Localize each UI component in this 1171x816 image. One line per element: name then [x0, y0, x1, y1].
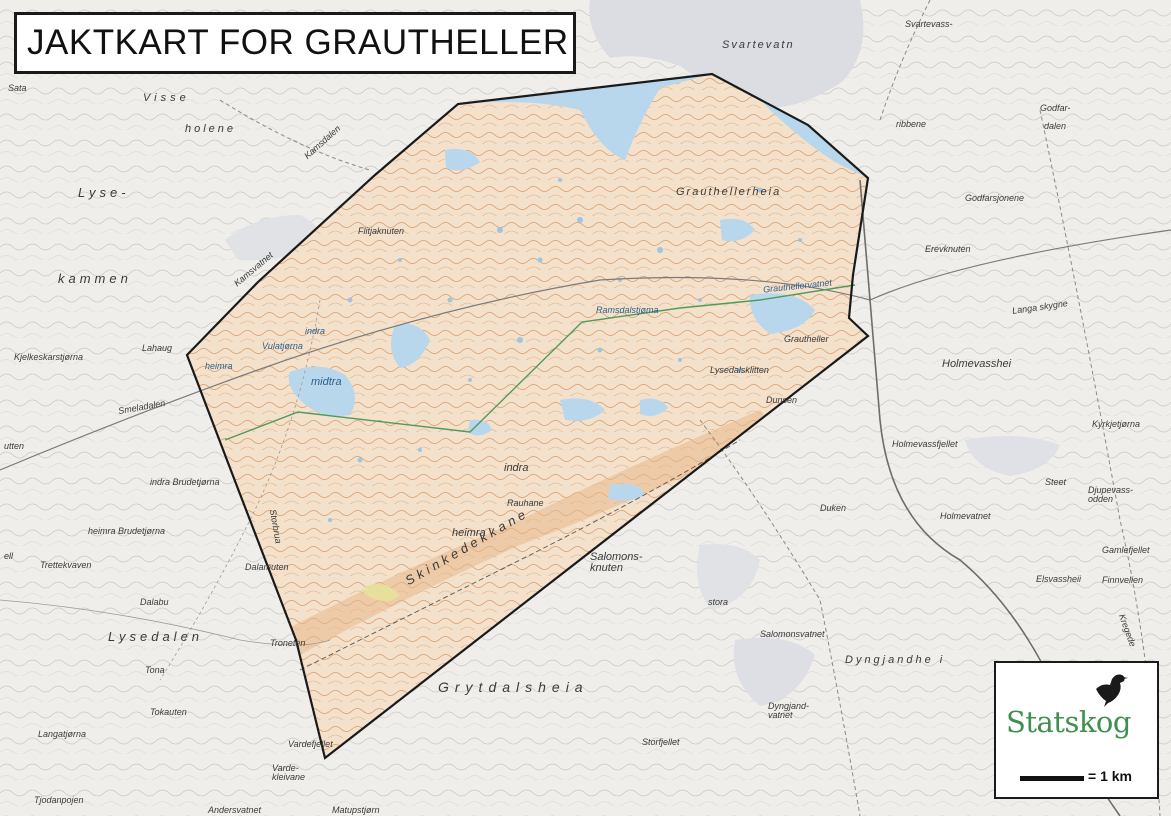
label-visse: Visse: [143, 92, 190, 104]
label-holmevassfjellet: Holmevassfjellet: [892, 439, 958, 449]
label-stora: stora: [708, 597, 729, 607]
scale-label: = 1 km: [1088, 768, 1132, 784]
label-tona: Tona: [145, 665, 165, 675]
statskog-logo-box: Statskog = 1 km: [994, 661, 1159, 799]
label-matupstjorn: Matupstjørn: [332, 805, 380, 815]
label-steet: Steet: [1045, 477, 1067, 487]
label-rauhane: Rauhane: [507, 498, 544, 508]
label-dalen: dalen: [1044, 121, 1067, 131]
label-salomonsknuten: Salomons-knuten: [590, 551, 643, 574]
label-utvefjell: ell: [4, 551, 14, 561]
map-title-box: JAKTKART FOR GRAUTHELLER: [14, 12, 576, 74]
label-gamlefjellet: Gamlefjellet: [1102, 545, 1150, 555]
label-indra-brudetjorna: indra Brudetjørna: [150, 477, 220, 487]
label-troneten: Troneten: [270, 638, 306, 648]
label-dalabu: Dalabu: [140, 597, 169, 607]
label-flitjaknuten: Flitjaknuten: [358, 226, 405, 236]
label-dyngjandhei: Dyngjandhe i: [845, 654, 946, 666]
label-djupevassodden: Djupevass-odden: [1088, 485, 1134, 504]
label-trettekvaven: Trettekvaven: [40, 560, 92, 570]
label-svartevass: Svartevass-: [905, 19, 953, 29]
label-indra-2: indra: [504, 462, 529, 474]
label-holene: holene: [185, 123, 237, 135]
label-lyse: Lyse-: [78, 185, 130, 200]
label-utten: utten: [4, 441, 25, 451]
label-dalamuten: Dalamuten: [245, 562, 289, 572]
label-lysedalsklitten: Lysedalsklitten: [710, 365, 769, 375]
label-holmevatnet: Holmevatnet: [940, 511, 991, 521]
label-kammen: kammen: [58, 271, 132, 286]
label-vardefjellet: Vardefjellet: [288, 739, 333, 749]
label-ribbene: ribbene: [896, 119, 927, 129]
label-storfjellet: Storfjellet: [642, 737, 680, 747]
label-lysedalen: Lysedalen: [108, 629, 204, 644]
label-vulatjorna: Vulatjørna: [262, 341, 303, 351]
label-salomonsvatnet: Salomonsvatnet: [760, 629, 825, 639]
label-kyrkjetjorna: Kyrkjetjørna: [1092, 419, 1141, 429]
label-grytdalsheia: Grytdalsheia: [438, 679, 589, 695]
label-finnvelien: Finnvelien: [1102, 575, 1144, 585]
label-duken: Duken: [820, 503, 847, 513]
label-tokauten: Tokauten: [150, 707, 187, 717]
label-vardekleivane: Varde-kleivane: [272, 763, 306, 782]
label-heimra-2: heimra: [452, 527, 486, 539]
statskog-logo-text: Statskog: [1006, 705, 1131, 739]
label-langatjorna: Langatjørna: [38, 729, 87, 739]
label-dunsen: Dunsen: [766, 395, 798, 405]
label-tjodanpojen: Tjodanpojen: [34, 795, 84, 805]
label-sata: Sata: [8, 83, 27, 93]
label-andersvatnet: Andersvatnet: [208, 805, 262, 815]
label-elsvassheii: Elsvassheii: [1036, 574, 1082, 584]
label-lahaug: Lahaug: [142, 343, 173, 353]
label-midtra: midtra: [311, 376, 342, 388]
label-godfarsjonene: Godfarsjonene: [965, 193, 1025, 203]
map-title: JAKTKART FOR GRAUTHELLER: [27, 23, 569, 62]
label-kjelkeskarstjorna: Kjelkeskarstjørna: [14, 352, 84, 362]
label-grautheller: Grautheller: [784, 334, 829, 344]
label-holmevasshei: Holmevasshei: [942, 358, 1012, 370]
label-indra-1: indra: [305, 326, 326, 336]
scale-bar: [1020, 776, 1084, 781]
label-erevknuten: Erevknuten: [925, 244, 971, 254]
label-grauthellerheia: Grauthellerheia: [676, 186, 782, 198]
label-heimra-1: heimra: [205, 361, 233, 371]
label-svartevatn: Svartevatn: [722, 39, 795, 51]
label-godfar: Godfar-: [1040, 103, 1071, 113]
bird-icon: [1096, 674, 1128, 707]
label-dyngjandvatnet: Dyngjand-vatnet: [768, 701, 810, 720]
label-heimra-brudetjorna: heimra Brudetjørna: [88, 526, 166, 536]
label-ramsdalsjoma: Ramsdalstjøma: [596, 305, 659, 315]
